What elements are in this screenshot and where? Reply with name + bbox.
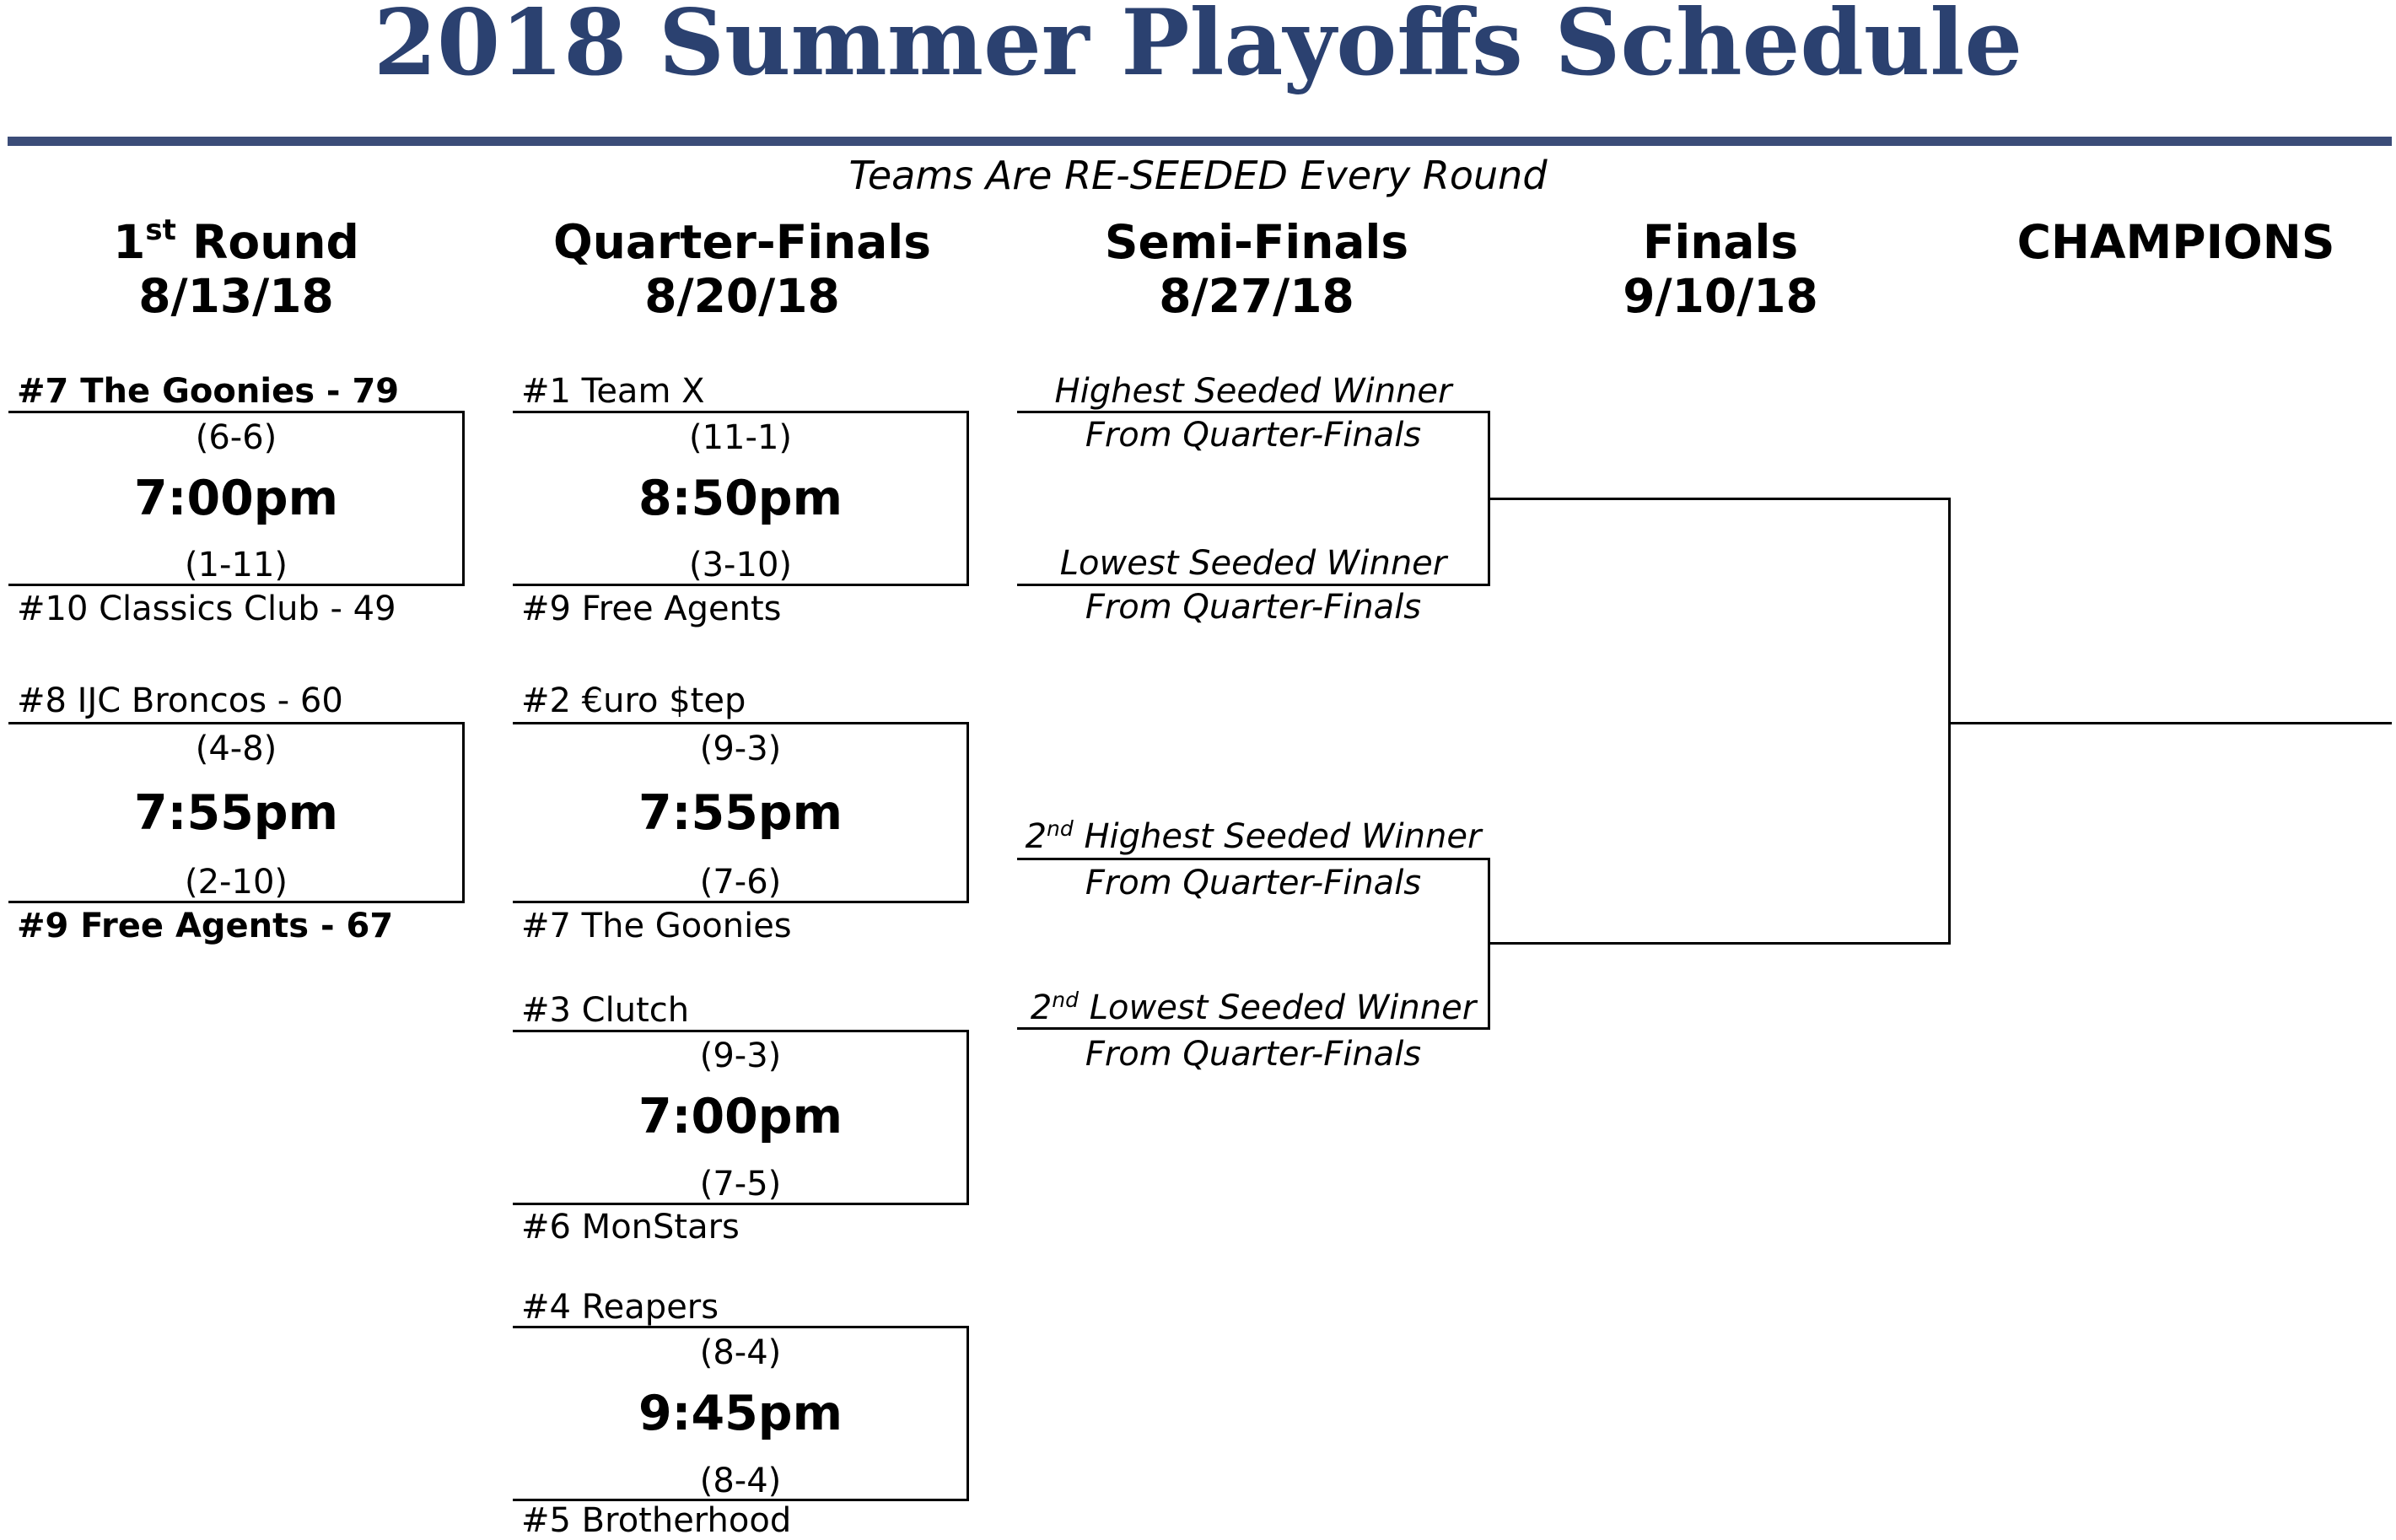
game-time: 7:00pm [134,471,338,526]
finals-connector [1948,498,1951,945]
game-time: 7:55pm [134,785,338,841]
bottom-slot-line1: Lowest Seeded Winner [1059,544,1447,583]
round-date: 8/20/18 [644,269,840,323]
round-header-champions: CHAMPIONS [1965,215,2387,269]
top-team: #3 Clutch [521,991,690,1030]
top-team-record: (8-4) [699,1333,782,1372]
bottom-team: #7 The Goonies [521,907,792,945]
round-header-first: 1st Round 8/13/18 [25,215,447,323]
top-team-record: (11-1) [689,418,792,457]
bottom-team-record: (1-11) [185,546,288,584]
finals-top-line [1488,498,1951,500]
bottom-slot-line2: From Quarter-Finals [1085,1035,1422,1074]
game-time: 7:00pm [638,1089,843,1144]
bottom-team-record: (7-6) [699,863,782,902]
game-time: 9:45pm [638,1386,843,1441]
game-time: 7:55pm [638,785,843,841]
game-time: 8:50pm [638,471,843,526]
top-slot-line2: From Quarter-Finals [1085,864,1422,902]
top-slot-line1: 2nd Highest Seeded Winner [1025,816,1482,856]
round-header-finals: Finals 9/10/18 [1510,215,1931,323]
round-header-quarter-finals: Quarter-Finals 8/20/18 [489,215,995,323]
top-team: #8 IJC Broncos - 60 [17,681,343,720]
bottom-team-record: (8-4) [699,1462,782,1500]
top-slot-line2: From Quarter-Finals [1085,416,1422,455]
subtitle: Teams Are RE-SEEDED Every Round [848,153,1548,198]
top-team-record: (6-6) [195,418,277,457]
top-team: #1 Team X [521,372,705,411]
bottom-team: #5 Brotherhood [521,1501,792,1540]
bottom-team: #6 MonStars [521,1208,740,1247]
top-team: #7 The Goonies - 79 [17,372,400,411]
bottom-slot-line2: From Quarter-Finals [1085,588,1422,627]
round-date: 8/13/18 [138,269,334,323]
bottom-team: #9 Free Agents [521,590,782,628]
round-name: CHAMPIONS [2016,215,2335,269]
bracket-line [513,1326,969,1501]
bottom-team-record: (3-10) [689,546,792,584]
bracket-line [513,1030,969,1205]
top-team: #4 Reapers [521,1288,719,1327]
round-name: Quarter-Finals [553,215,931,269]
bottom-team-record: (7-5) [699,1165,782,1203]
top-team: #2 €uro $tep [521,681,746,720]
title-divider [8,137,2392,146]
round-header-semi-finals: Semi-Finals 8/27/18 [1004,215,1510,323]
top-slot-line1: Highest Seeded Winner [1054,372,1452,411]
bracket-line [8,411,465,586]
bracket-line [513,722,969,903]
bottom-team: #10 Classics Club - 49 [17,590,396,628]
top-team-record: (9-3) [699,1037,782,1075]
champion-line [1948,722,2392,724]
round-name: Finals [1642,215,1799,269]
top-team-record: (4-8) [195,730,277,768]
bottom-slot-line1: 2nd Lowest Seeded Winner [1030,988,1477,1027]
round-name: 1st Round [113,213,359,269]
round-date: 9/10/18 [1623,269,1818,323]
round-date: 8/27/18 [1159,269,1354,323]
bracket-line [8,722,465,903]
bracket-line [513,411,969,586]
bottom-team: #9 Free Agents - 67 [17,907,394,945]
round-name: Semi-Finals [1104,215,1409,269]
page-title: 2018 Summer Playoffs Schedule [373,0,2023,96]
top-team-record: (9-3) [699,730,782,768]
bottom-team-record: (2-10) [185,863,288,902]
finals-bottom-line [1488,942,1951,945]
